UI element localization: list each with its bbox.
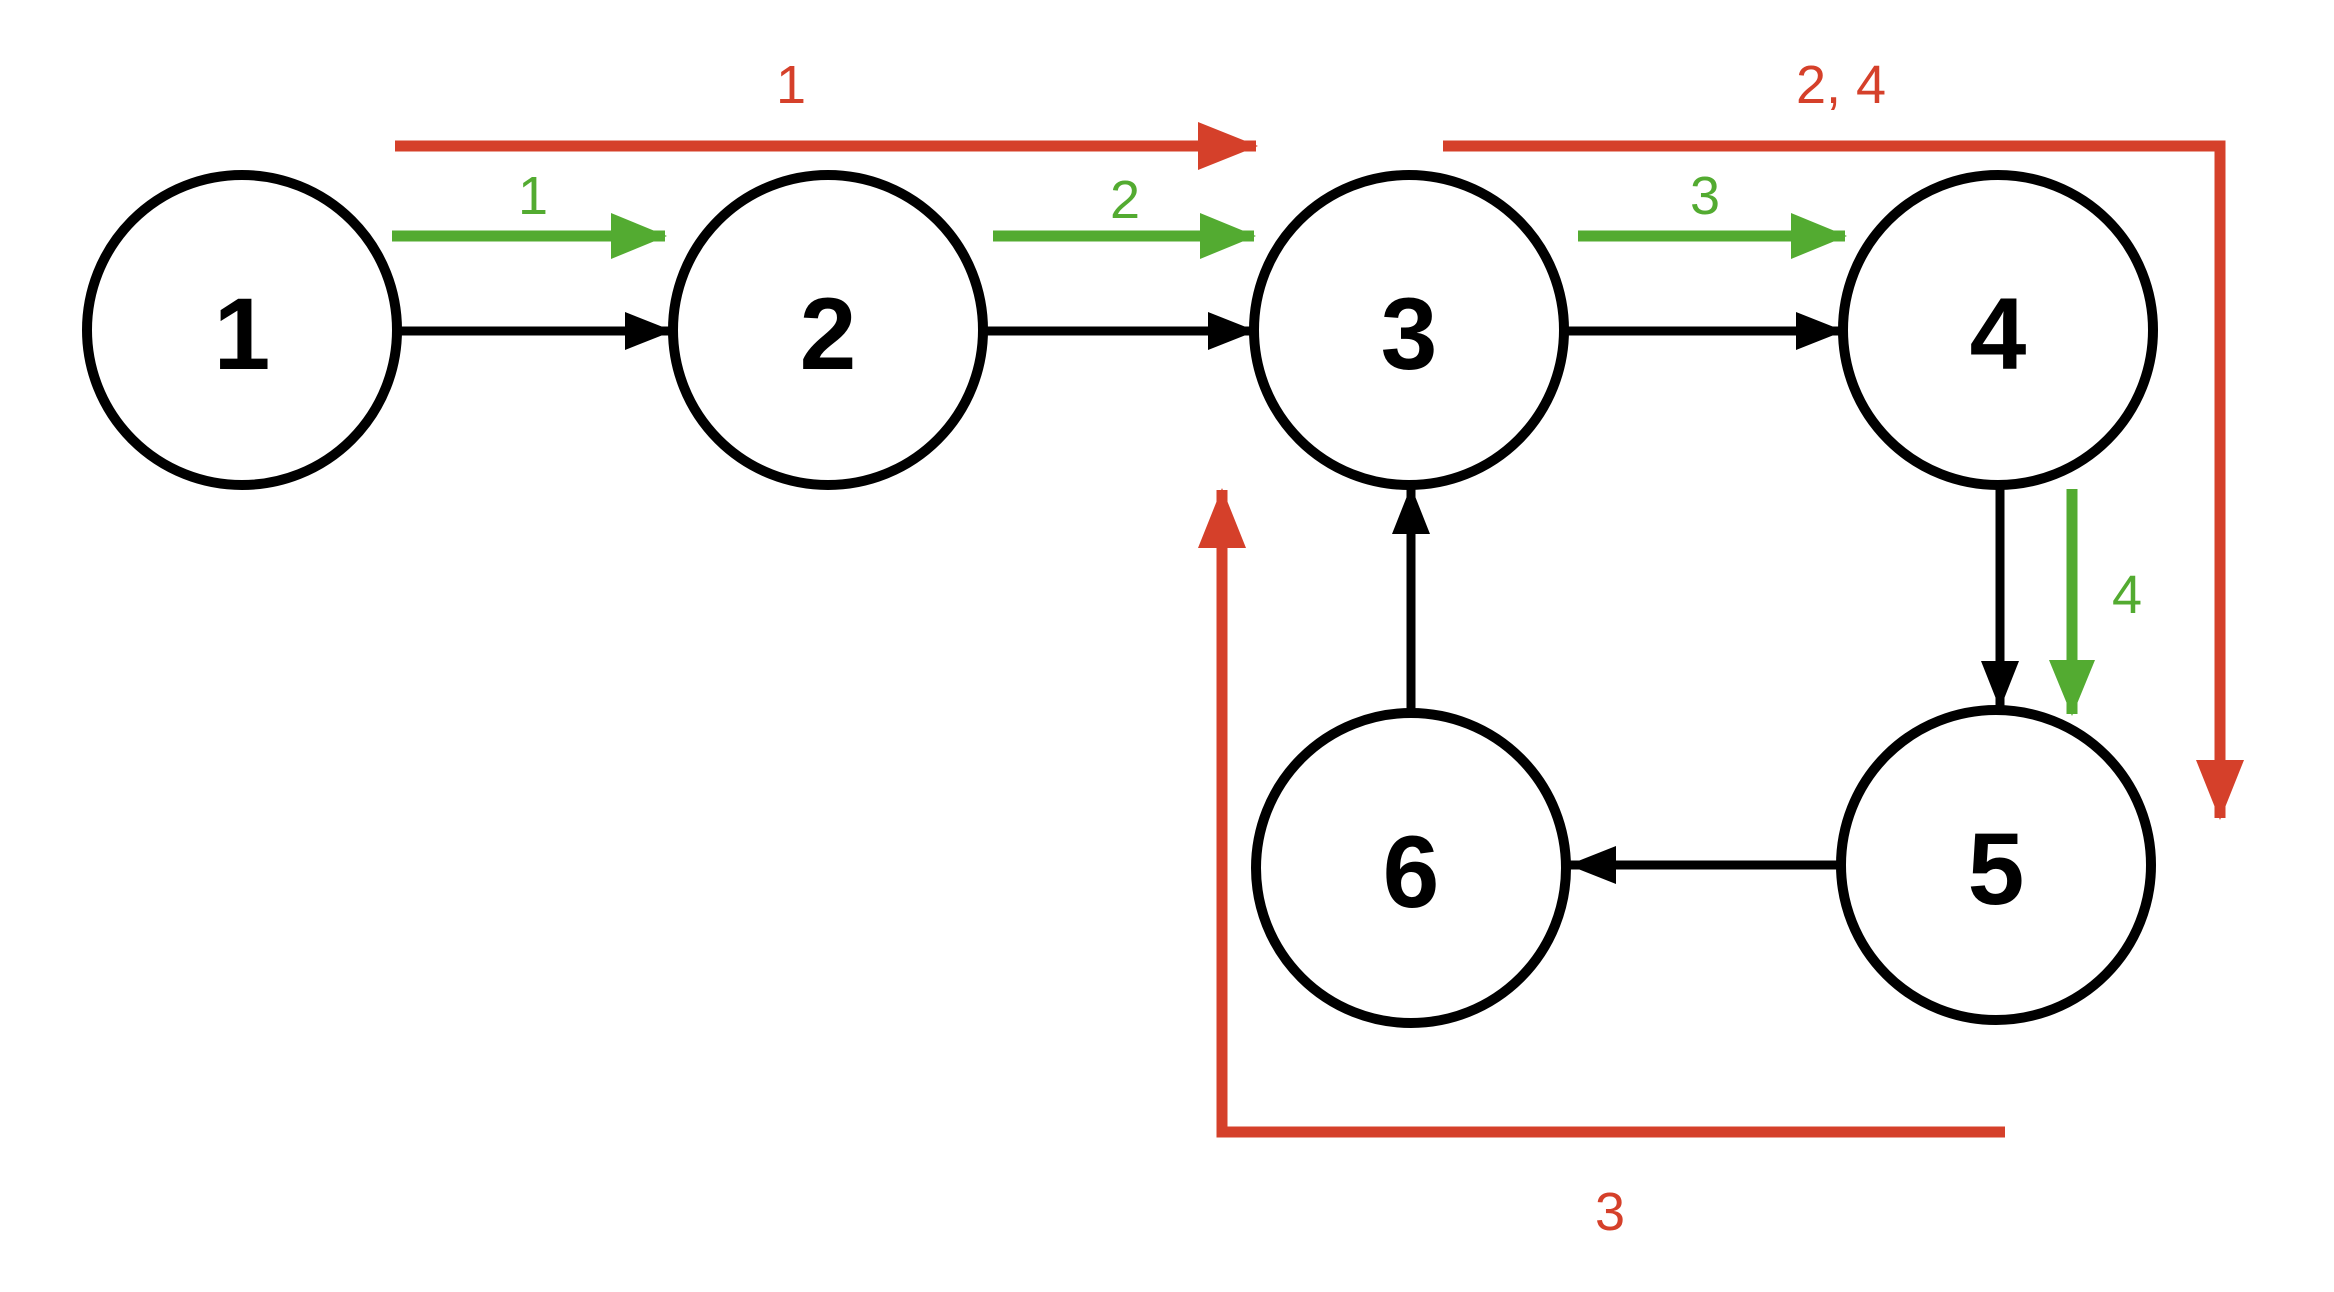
node-circle-2: [668, 170, 988, 490]
node-2: 2: [668, 170, 988, 490]
node-label-1: 1: [214, 277, 271, 391]
green-arrow-label-step-2: 2: [1110, 170, 1140, 230]
node-circle-3: [1249, 170, 1569, 490]
red-arrow-label-jump-2-4: 2, 4: [1796, 55, 1886, 115]
node-label-6: 6: [1383, 815, 1440, 929]
node-label-3: 3: [1381, 277, 1438, 391]
node-circle-5: [1836, 705, 2156, 1025]
red-arrow-label-jump-3: 3: [1595, 1182, 1625, 1242]
green-arrow-label-step-4: 4: [2112, 565, 2142, 625]
node-label-4: 4: [1970, 277, 2027, 391]
node-3: 3: [1249, 170, 1569, 490]
red-arrow-label-jump-1: 1: [776, 55, 806, 115]
node-label-2: 2: [800, 277, 857, 391]
node-1: 1: [82, 170, 402, 490]
node-circle-1: [82, 170, 402, 490]
node-label-5: 5: [1968, 812, 2025, 926]
red-arrow-jump-3: [1198, 488, 2005, 1138]
green-arrow-label-step-3: 3: [1690, 166, 1720, 226]
red-arrow-jump-2-4: [1443, 140, 2244, 820]
node-circle-4: [1838, 170, 2158, 490]
green-arrow-label-step-1: 1: [518, 166, 548, 226]
node-circle-6: [1251, 708, 1571, 1028]
node-6: 6: [1251, 708, 1571, 1028]
node-4: 4: [1838, 170, 2158, 490]
node-5: 5: [1836, 705, 2156, 1025]
